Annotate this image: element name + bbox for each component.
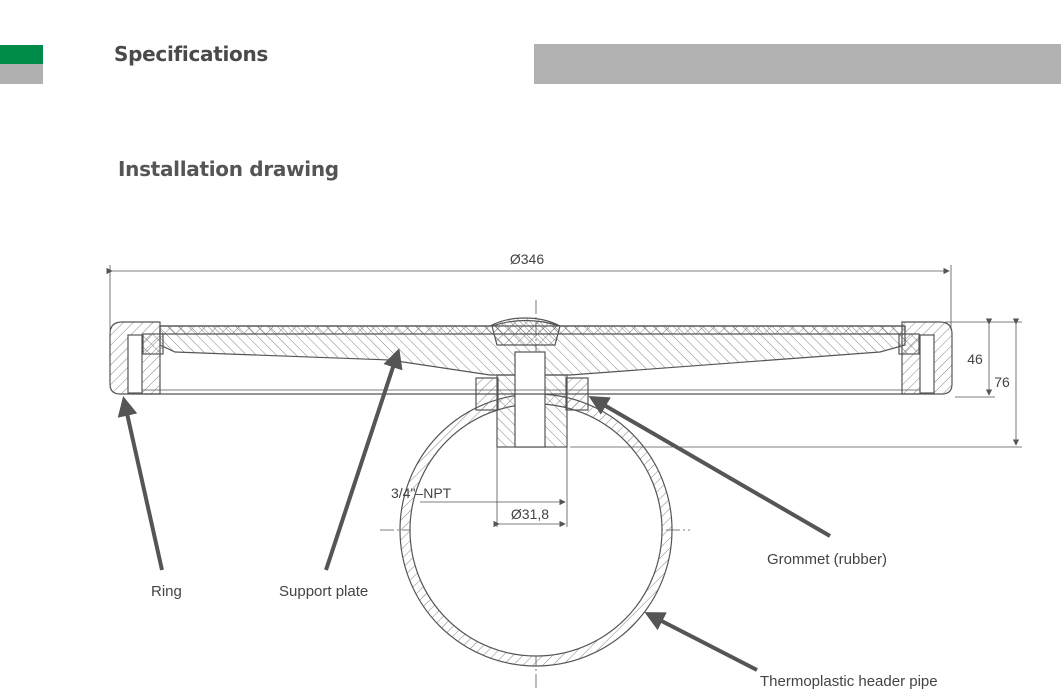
- callout-grommet: Grommet (rubber): [767, 551, 887, 568]
- dim-thread: 3/4"–NPT: [391, 485, 452, 501]
- header-bar: [534, 44, 1061, 84]
- ring-arrow: [117, 396, 164, 571]
- callout-pipe: Thermoplastic header pipe: [760, 673, 938, 689]
- callout-support-plate: Support plate: [279, 583, 368, 600]
- drawing-title: Installation drawing: [118, 157, 339, 181]
- section-tab-green: [0, 45, 43, 64]
- grommet-arrow: [588, 395, 832, 538]
- section-tab-grey: [0, 64, 43, 84]
- dim-height-46: 46: [967, 351, 983, 367]
- dim-stem-diameter: Ø31,8: [511, 506, 549, 522]
- section-title: Specifications: [114, 42, 269, 66]
- pipe-arrow: [644, 612, 758, 672]
- callout-ring: Ring: [151, 583, 182, 600]
- support-plate-arrow: [324, 348, 403, 571]
- dim-overall-diameter: Ø346: [510, 251, 544, 267]
- dim-height-76: 76: [994, 374, 1010, 390]
